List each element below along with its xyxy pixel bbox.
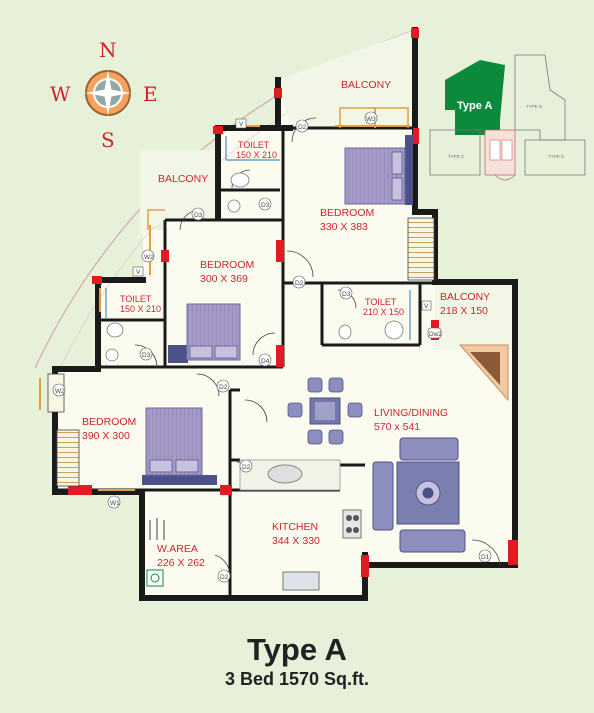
toilet-2-size: 150 X 210 bbox=[120, 304, 161, 314]
door-tag-dw2: Dw2 bbox=[429, 331, 442, 338]
key-plan-type-c: TYPE C bbox=[448, 154, 465, 159]
toilet-1-size: 150 X 210 bbox=[236, 150, 277, 160]
bed-2 bbox=[168, 303, 241, 363]
wash-area-size: 226 X 262 bbox=[157, 557, 205, 569]
wash-area-name: W.AREA bbox=[157, 543, 198, 555]
door-tag-d3-a: D3 bbox=[194, 212, 203, 219]
room-labels: BALCONY BEDROOM 330 X 383 TOILET 150 X 2… bbox=[82, 79, 490, 569]
door-tag-d2-d: D2 bbox=[242, 464, 251, 471]
door-tags bbox=[52, 111, 492, 583]
door-tag-v-c: V bbox=[424, 303, 429, 310]
balcony-top-label: BALCONY bbox=[341, 79, 391, 91]
key-plan: Type A TYPE B TYPE C TYPE D bbox=[429, 54, 586, 181]
walls bbox=[52, 27, 518, 601]
door-tag-d2-c: D2 bbox=[219, 384, 228, 391]
sofa-set bbox=[372, 437, 466, 553]
kitchen-name: KITCHEN bbox=[272, 521, 318, 533]
plan-title: Type A bbox=[247, 632, 347, 667]
door-tag-w3: W3 bbox=[366, 116, 376, 123]
door-tag-w2-b: W2 bbox=[55, 388, 65, 395]
living-dining-name: LIVING/DINING bbox=[374, 407, 448, 419]
key-plan-type-b: TYPE B bbox=[526, 104, 542, 109]
door-tag-d3-c: D3 bbox=[342, 291, 351, 298]
door-tag-w2-a: W2 bbox=[144, 254, 154, 261]
bedroom-3-name: BEDROOM bbox=[82, 416, 136, 428]
toilet-3-name: TOILET bbox=[365, 297, 397, 307]
door-tag-v-a: V bbox=[239, 121, 244, 128]
compass: N S E W bbox=[50, 38, 158, 152]
door-tag-d2-e: D2 bbox=[220, 574, 229, 581]
door-tag-d1: D1 bbox=[481, 554, 490, 561]
door-tag-v-b: V bbox=[136, 269, 141, 276]
dining-set bbox=[287, 377, 363, 445]
toilet-3-size: 210 X 150 bbox=[363, 307, 404, 317]
plan-subtitle: 3 Bed 1570 Sq.ft. bbox=[224, 669, 370, 689]
door-tag-w1: W1 bbox=[110, 500, 120, 507]
bedroom-2-name: BEDROOM bbox=[200, 259, 254, 271]
door-tag-d2-b: D2 bbox=[295, 280, 304, 287]
compass-west-label: W bbox=[50, 82, 71, 106]
bedroom-1-size: 330 X 383 bbox=[320, 221, 368, 233]
bed-1 bbox=[344, 135, 413, 205]
compass-north-label: N bbox=[99, 38, 117, 62]
compass-south-label: S bbox=[101, 128, 115, 152]
living-dining-size: 570 x 541 bbox=[374, 421, 420, 433]
toilet-fixtures bbox=[105, 172, 404, 362]
door-tag-d4-a: D4 bbox=[261, 358, 270, 365]
wash-area-fixtures bbox=[146, 518, 165, 587]
toilet-2-name: TOILET bbox=[120, 294, 152, 304]
balcony-right-size: 218 X 150 bbox=[440, 305, 488, 317]
bedroom-1-name: BEDROOM bbox=[320, 207, 374, 219]
stairs bbox=[47, 217, 435, 487]
bedroom-3-size: 390 X 300 bbox=[82, 430, 130, 442]
bed-3 bbox=[142, 407, 217, 485]
shower-lines bbox=[105, 136, 411, 340]
door-tag-d2-a: D2 bbox=[298, 124, 307, 131]
door-tag-d3-d: D3 bbox=[142, 352, 151, 359]
balcony-left-label: BALCONY bbox=[158, 173, 208, 185]
kitchen-size: 344 X 330 bbox=[272, 535, 320, 547]
balcony-right-name: BALCONY bbox=[440, 291, 490, 303]
key-plan-type-a: Type A bbox=[457, 100, 493, 112]
bedroom-2-size: 300 X 369 bbox=[200, 273, 248, 285]
compass-east-label: E bbox=[143, 82, 158, 106]
toilet-1-name: TOILET bbox=[238, 140, 270, 150]
kitchen-fixtures bbox=[239, 459, 362, 591]
door-tag-d3-b: D3 bbox=[261, 202, 270, 209]
door-tag-labels: D2 D3 D3 D2 D3 D4 D3 D2 D2 D2 D1 W1 W3 W… bbox=[55, 116, 490, 581]
key-plan-type-d: TYPE D bbox=[548, 154, 565, 159]
windows bbox=[39, 125, 410, 491]
balcony-planter bbox=[458, 344, 509, 402]
